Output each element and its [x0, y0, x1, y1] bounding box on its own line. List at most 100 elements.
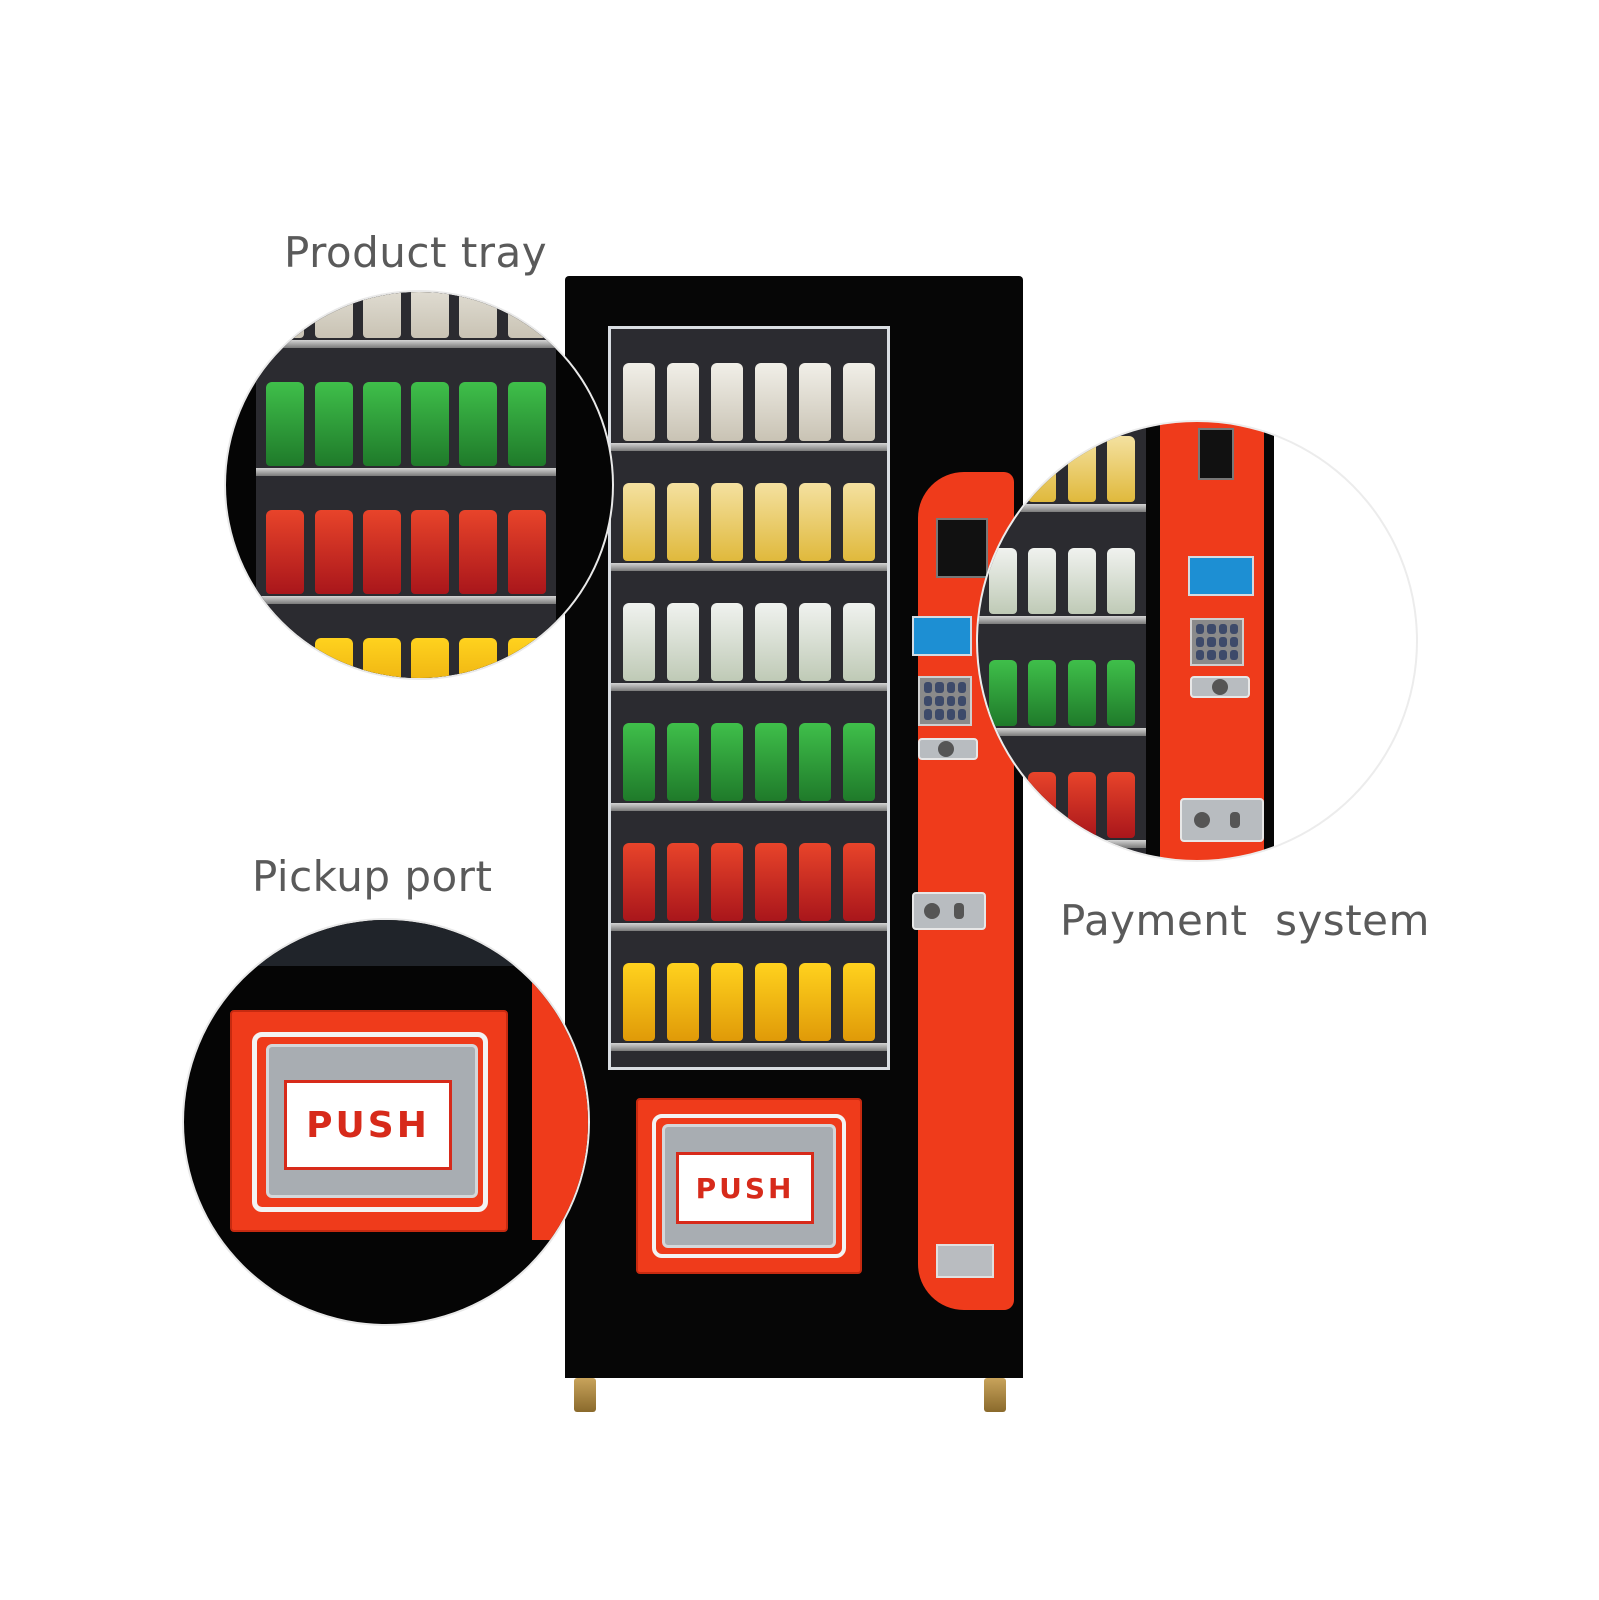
- zoomed-coin-insert: [1180, 798, 1264, 842]
- zoomed-card-reader: [1190, 676, 1250, 698]
- product-item: [266, 382, 305, 466]
- shelf: [256, 596, 556, 604]
- card-reader[interactable]: [918, 738, 978, 760]
- shelf: [978, 840, 1146, 848]
- product-item: [799, 603, 831, 681]
- product-item: [667, 723, 699, 801]
- product-rows: [611, 329, 887, 1067]
- product-item: [989, 660, 1018, 726]
- zoomed-pickup-door: PUSH: [230, 1010, 508, 1232]
- coin-insert[interactable]: [912, 892, 986, 930]
- product-item: [1067, 548, 1096, 614]
- product-item: [623, 603, 655, 681]
- shelf: [611, 1043, 887, 1051]
- product-tray-zoom: [226, 292, 612, 678]
- product-item: [711, 363, 743, 441]
- door-frame: [652, 1114, 846, 1258]
- shelf: [611, 803, 887, 811]
- leveling-foot-left: [574, 1378, 596, 1412]
- product-item: [362, 292, 401, 338]
- zoomed-machine-edge: [1264, 422, 1274, 860]
- product-item: [362, 510, 401, 594]
- keypad[interactable]: [918, 676, 972, 726]
- product-item: [459, 382, 498, 466]
- product-item: [711, 723, 743, 801]
- shelf: [611, 563, 887, 571]
- product-item: [411, 292, 450, 338]
- product-item: [755, 483, 787, 561]
- product-item: [667, 963, 699, 1041]
- product-item: [314, 382, 353, 466]
- payment-system-zoom: [978, 422, 1416, 860]
- product-item: [711, 483, 743, 561]
- product-item: [843, 483, 875, 561]
- product-item: [1067, 660, 1096, 726]
- zoomed-lcd-screen: [1188, 556, 1254, 596]
- product-item: [623, 843, 655, 921]
- product-item: [799, 363, 831, 441]
- product-item: [411, 382, 450, 466]
- zoomed-push-plate: PUSH: [284, 1080, 452, 1170]
- shelf: [978, 504, 1146, 512]
- zoomed-keypad: [1190, 618, 1244, 666]
- product-item: [266, 292, 305, 338]
- product-item: [1067, 772, 1096, 838]
- shelf: [611, 683, 887, 691]
- product-item: [507, 638, 546, 678]
- push-label: PUSH: [695, 1171, 795, 1205]
- product-item: [843, 363, 875, 441]
- shelf: [978, 728, 1146, 736]
- product-item: [843, 963, 875, 1041]
- product-item: [1028, 548, 1057, 614]
- product-item: [362, 638, 401, 678]
- zoomed-push-label: PUSH: [306, 1104, 430, 1146]
- product-item: [711, 603, 743, 681]
- glass-bottom-edge: [184, 920, 588, 966]
- product-item: [755, 723, 787, 801]
- product-item: [799, 723, 831, 801]
- product-item: [1028, 772, 1057, 838]
- product-item: [711, 963, 743, 1041]
- shelf: [611, 923, 887, 931]
- pickup-port-label: Pickup port: [252, 852, 493, 901]
- product-item: [623, 963, 655, 1041]
- product-item: [755, 963, 787, 1041]
- product-item: [667, 603, 699, 681]
- zoomed-side-panel-edge: [532, 980, 588, 1240]
- product-tray-label: Product tray: [284, 228, 548, 277]
- product-item: [667, 363, 699, 441]
- zoomed-bill-slot: [1198, 428, 1234, 480]
- product-item: [411, 510, 450, 594]
- zoomed-door-frame: [252, 1032, 488, 1212]
- product-item: [1106, 772, 1135, 838]
- pickup-port-door[interactable]: PUSH: [636, 1098, 862, 1274]
- leveling-foot-right: [984, 1378, 1006, 1412]
- product-item: [1028, 660, 1057, 726]
- product-item: [266, 510, 305, 594]
- product-item: [755, 363, 787, 441]
- product-item: [667, 843, 699, 921]
- zoomed-divider: [1146, 422, 1160, 860]
- product-item: [507, 292, 546, 338]
- coin-return-slot[interactable]: [936, 1244, 994, 1278]
- product-item: [411, 638, 450, 678]
- product-item: [623, 483, 655, 561]
- push-plate[interactable]: PUSH: [676, 1152, 814, 1224]
- product-item: [989, 548, 1018, 614]
- product-item: [623, 723, 655, 801]
- shelf: [256, 468, 556, 476]
- zoomed-product-rows: [256, 292, 556, 678]
- shelf: [611, 443, 887, 451]
- product-item: [799, 483, 831, 561]
- product-item: [667, 483, 699, 561]
- product-item: [1067, 436, 1096, 502]
- product-item: [1106, 660, 1135, 726]
- product-item: [459, 638, 498, 678]
- product-item: [843, 723, 875, 801]
- product-item: [1106, 548, 1135, 614]
- zoomed-payment-panel: [1160, 422, 1264, 860]
- pickup-port-zoom: PUSH: [184, 920, 588, 1324]
- product-item: [314, 638, 353, 678]
- product-display-window: [608, 326, 890, 1070]
- shelf: [256, 340, 556, 348]
